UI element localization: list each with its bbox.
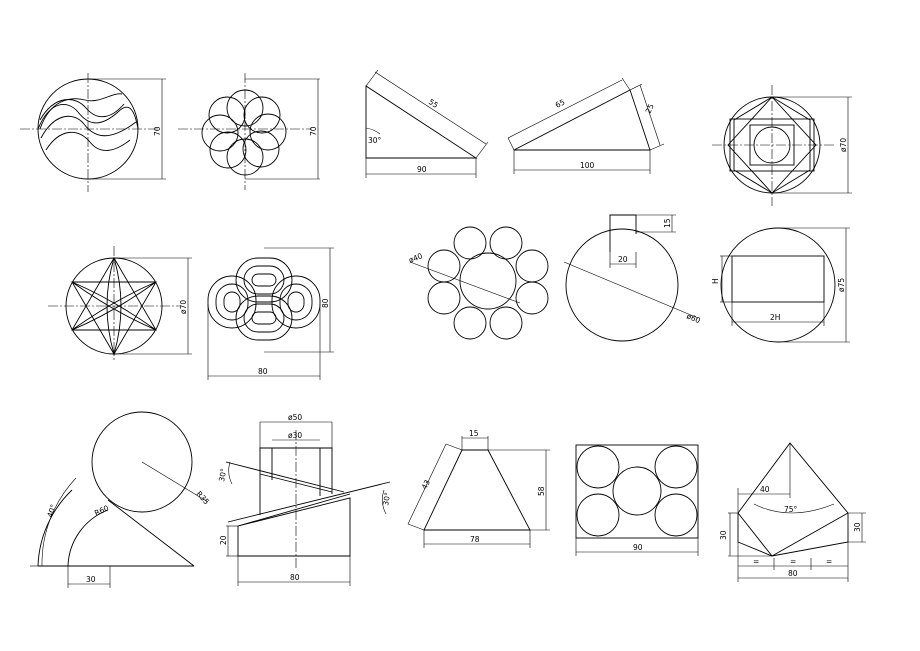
f15-eq1-text: = xyxy=(753,557,759,566)
f12-a2-text: 30° xyxy=(381,491,392,506)
f3-slant-text: 55 xyxy=(427,97,440,110)
figure-trapezoid: 15 43 58 78 xyxy=(407,429,550,548)
f12-d30-text: ø30 xyxy=(288,431,302,440)
figure-triangle-65: 65 25 100 xyxy=(507,77,665,174)
figure-circle-ring: ø40 xyxy=(407,226,549,340)
figure-hexagram: ø70 xyxy=(48,246,192,360)
f15-30r-text: 30 xyxy=(853,522,862,532)
figure-arc-circle: R35 40° R60 30 xyxy=(30,411,212,588)
f12-h20-text: 20 xyxy=(219,535,228,545)
f5-dia-text: ø70 xyxy=(839,138,848,152)
f13-top-text: 15 xyxy=(469,429,479,438)
f9-rect-h-text: 15 xyxy=(663,218,672,228)
f3-base-text: 90 xyxy=(417,165,427,174)
figure-circle-rect: 15 20 ø60 xyxy=(563,214,702,342)
f7-width-text: 80 xyxy=(258,367,268,376)
figure-swirl-circle: 70 xyxy=(20,73,166,192)
f9-rect-w-text: 20 xyxy=(618,255,628,264)
f11-angle-text: 40° xyxy=(45,503,58,519)
f15-30l-text: 30 xyxy=(719,530,728,540)
f15-eq2-text: = xyxy=(790,557,796,566)
figure-knot: 80 80 xyxy=(207,247,334,380)
f14-base-text: 90 xyxy=(633,543,643,552)
f12-base-text: 80 xyxy=(290,573,300,582)
f7-height-text: 80 xyxy=(321,298,330,308)
figure-circle-2h: H 2H ø75 xyxy=(711,227,850,343)
f15-75-text: 75° xyxy=(784,505,798,514)
f15-eq3-text: = xyxy=(826,557,832,566)
f12-d50-text: ø50 xyxy=(288,413,302,422)
f3-angle-text: 30° xyxy=(368,136,382,145)
figure-triangle-30: 55 30° 90 xyxy=(365,69,489,178)
f11-r35-text: R35 xyxy=(195,489,212,506)
f1-dim-text: 70 xyxy=(153,126,162,136)
f13-height-text: 58 xyxy=(537,486,546,496)
f11-base-text: 30 xyxy=(86,575,96,584)
figure-rect-circles: 90 xyxy=(575,444,699,556)
f4-side-text: 25 xyxy=(644,102,656,115)
f9-dia-text: ø60 xyxy=(685,312,702,326)
f10-2h-text: 2H xyxy=(770,313,780,322)
f10-dia-text: ø75 xyxy=(837,278,846,292)
figure-pentagon-75: 40 75° 30 30 = = = 80 xyxy=(719,442,866,582)
f2-dim-text: 70 xyxy=(309,126,318,136)
f15-40-text: 40 xyxy=(760,485,770,494)
figure-cylinder-block: ø50 ø30 30° 30° 20 80 xyxy=(217,413,392,586)
f4-base-text: 100 xyxy=(580,161,595,170)
f13-base-text: 78 xyxy=(470,535,480,544)
f10-h-text: H xyxy=(711,278,720,284)
figure-flower: 70 xyxy=(178,73,320,190)
f15-80-text: 80 xyxy=(788,569,798,578)
f11-r60-text: R60 xyxy=(93,503,110,517)
figure-circle-star-square: ø70 xyxy=(712,85,852,206)
f8-dia-text: ø40 xyxy=(407,251,424,265)
f4-slant-text: 65 xyxy=(554,97,567,109)
f6-dia-text: ø70 xyxy=(179,300,188,314)
f12-a1-text: 30° xyxy=(217,467,228,482)
f13-side-text: 43 xyxy=(420,478,432,491)
